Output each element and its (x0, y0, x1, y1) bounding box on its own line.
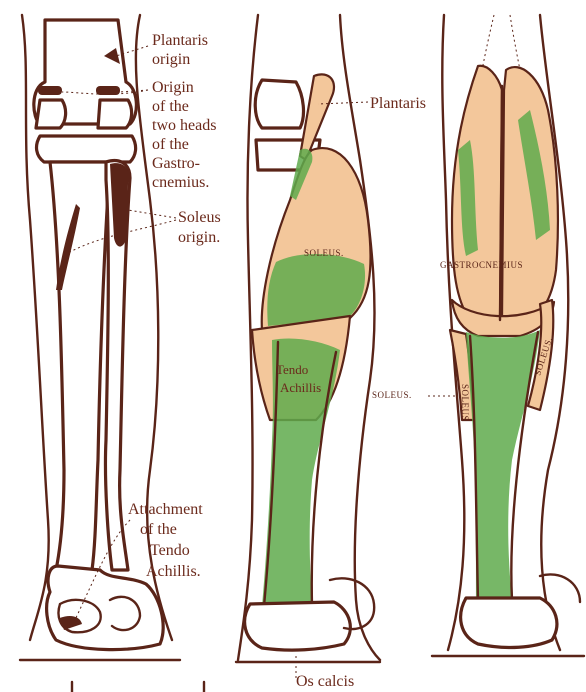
label-soleus-left: SOLEUS. (372, 390, 412, 400)
label-gastro-4: of the (152, 136, 189, 153)
femur-condyle-2 (255, 80, 303, 128)
label-soleus-vertical: SOLEUS (460, 384, 470, 421)
label-gastro-2: of the (152, 98, 189, 115)
label-soleus-origin-2: origin. (178, 229, 220, 246)
gastro-origin-mark-left (38, 86, 62, 95)
label-plantaris-origin-1: Plantaris (152, 32, 208, 49)
knee-dashed-lines (482, 15, 520, 70)
gastrocnemius-medial-head (452, 66, 502, 320)
label-plantaris-origin-2: origin (152, 51, 190, 68)
label-attachment-2: of the (140, 521, 177, 538)
label-soleus-panel2: SOLEUS. (304, 248, 344, 258)
label-gastro-5: Gastro- (152, 155, 200, 172)
femur-condyle-left (36, 100, 66, 128)
gastrocnemius-lateral-head (502, 67, 558, 322)
label-plantaris: Plantaris (370, 95, 426, 112)
label-tendo-2: Achillis (280, 380, 321, 395)
label-gastrocnemius: GASTROCNEMIUS (440, 260, 523, 270)
label-attachment-1: Attachment (128, 501, 203, 518)
femur-condyle-right (98, 100, 132, 128)
label-os-calcis: Os calcis (296, 673, 354, 690)
panel-2-soleus: Plantaris SOLEUS. Tendo Achillis Os calc… (236, 15, 426, 690)
label-gastro-3: two heads (152, 117, 216, 134)
label-attachment-3: Tendo (150, 542, 190, 559)
label-soleus-origin-1: Soleus (178, 209, 221, 226)
panel-1-skeleton: Plantaris origin Origin of the two heads… (20, 15, 221, 692)
os-calcis (245, 602, 351, 650)
os-calcis-3 (461, 598, 557, 647)
label-gastro-6: cnemius. (152, 174, 209, 191)
tibia (50, 162, 110, 570)
label-tendo-1: Tendo (276, 362, 308, 377)
label-attachment-4: Achillis. (146, 563, 201, 580)
label-gastro-1: Origin (152, 79, 194, 96)
tibia-head (37, 136, 136, 162)
